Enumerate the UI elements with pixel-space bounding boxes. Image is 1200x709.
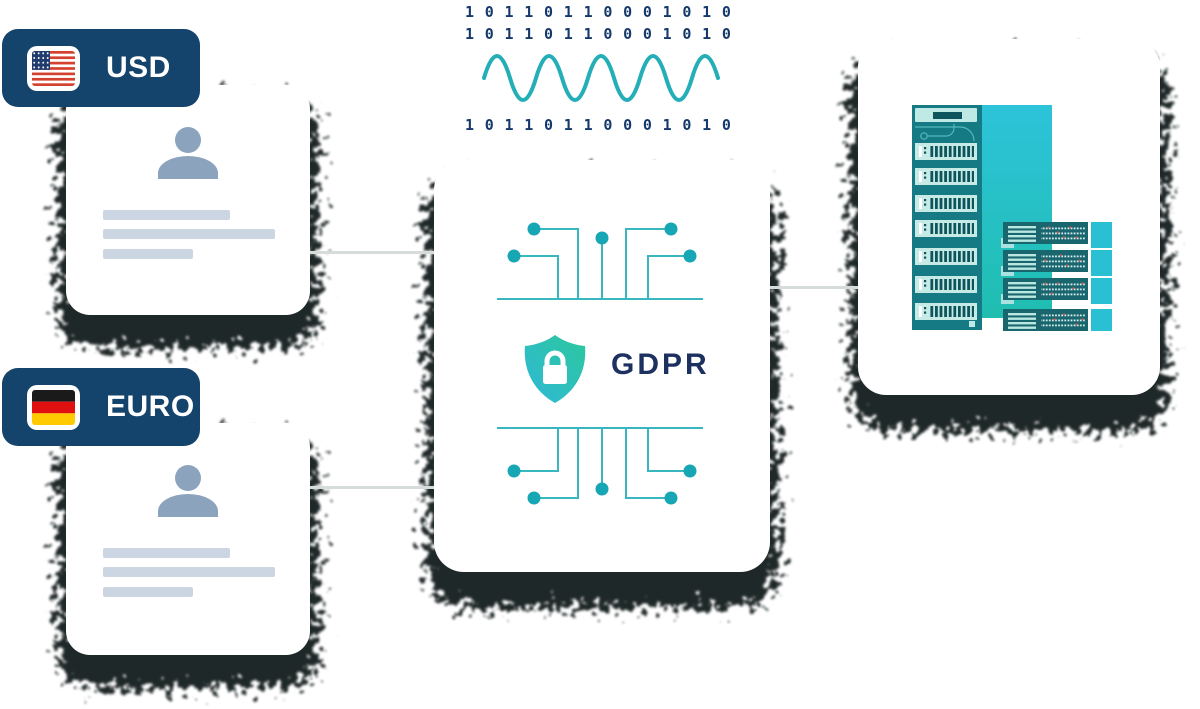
us-flag-icon — [32, 50, 75, 86]
binary-row: 1 0 1 1 0 1 1 0 0 0 1 0 1 0 — [465, 25, 732, 43]
euro-currency-badge: EURO — [2, 368, 200, 446]
placeholder-line — [103, 587, 193, 597]
germany-flag-icon — [32, 389, 75, 425]
euro-to-gdpr-connector — [310, 486, 434, 489]
person-icon — [158, 465, 218, 517]
binary-row: 1 0 1 1 0 1 1 0 0 0 1 0 1 0 — [465, 116, 732, 134]
gdpr-label: GDPR — [611, 348, 710, 381]
gdpr-card: GDPR — [434, 160, 770, 572]
euro-badge-label: EURO — [106, 390, 195, 423]
usd-currency-badge: USD — [2, 29, 200, 107]
usd-profile-card — [66, 85, 310, 315]
shield-lock-icon — [524, 335, 586, 403]
placeholder-line — [103, 548, 230, 558]
euro-profile-card — [66, 423, 310, 655]
server-card — [858, 39, 1160, 395]
usd-badge-label: USD — [106, 51, 171, 84]
circuit-traces-icon — [497, 222, 703, 300]
gdpr-to-server-connector — [770, 286, 858, 289]
server-rack-icon — [912, 105, 1112, 331]
binary-row: 1 0 1 1 0 1 1 0 0 0 1 0 1 0 — [465, 3, 732, 21]
flag-box — [27, 384, 80, 430]
placeholder-line — [103, 229, 275, 239]
usd-to-gdpr-connector — [310, 251, 434, 254]
placeholder-line — [103, 249, 193, 259]
circuit-traces-icon — [497, 427, 703, 505]
flag-box — [27, 45, 80, 91]
placeholder-line — [103, 567, 275, 577]
person-icon — [158, 127, 218, 179]
placeholder-line — [103, 210, 230, 220]
sine-wave-icon — [482, 54, 720, 102]
